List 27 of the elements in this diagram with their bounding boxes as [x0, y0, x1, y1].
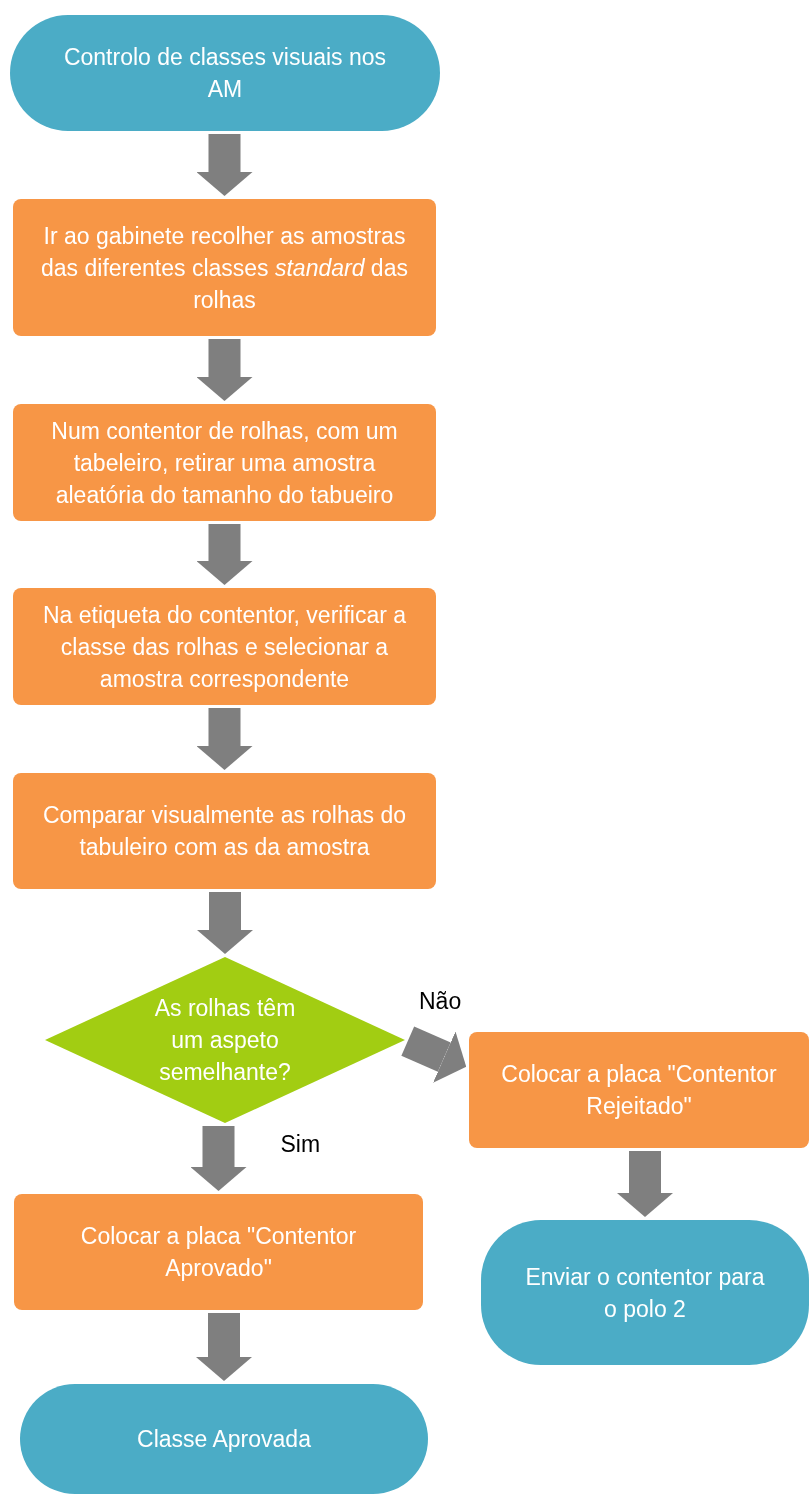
- node-text: Comparar visualmente as rolhas do tabuleiro com as da amostra: [41, 801, 408, 862]
- block-arrow: [196, 708, 253, 770]
- block-arrow: [196, 524, 253, 585]
- node-text: Ir ao gabinete recolher as amostras das diferentes classes standard das rolhas: [40, 221, 409, 315]
- terminal-pill: [481, 1220, 809, 1365]
- node-text: Enviar o contentor para o polo 2: [524, 1262, 766, 1324]
- process-box: [13, 773, 436, 889]
- node-text: As rolhas têm um aspeto semelhante?: [153, 994, 297, 1087]
- process-box: [14, 1194, 423, 1310]
- block-arrow: [196, 1313, 252, 1381]
- block-arrow: [196, 339, 253, 401]
- block-arrow: [197, 892, 253, 954]
- node-text: Num contentor de rolhas, com um tabeleiro, retirar uma amostra aleatória do tamanho do tabueiro: [50, 416, 399, 510]
- block-arrow: [401, 1026, 467, 1083]
- decision-diamond: [45, 957, 405, 1123]
- block-arrow: [190, 1126, 247, 1191]
- process-box: [13, 404, 436, 521]
- process-box: [469, 1032, 809, 1148]
- block-arrow: [617, 1151, 673, 1217]
- node-text: Na etiqueta do contentor, verificar a classe das rolhas e selecionar a amostra correspondente: [41, 600, 408, 694]
- node-text: Controlo de classes visuais nos AM: [62, 43, 388, 104]
- block-arrow: [196, 134, 253, 196]
- node-text: Colocar a placa "Contentor Rejeitado": [500, 1060, 778, 1121]
- node-text: Colocar a placa "Contentor Aprovado": [79, 1222, 358, 1283]
- node-text: Classe Aprovada: [137, 1425, 311, 1454]
- process-box: [13, 588, 436, 705]
- process-box: [13, 199, 436, 336]
